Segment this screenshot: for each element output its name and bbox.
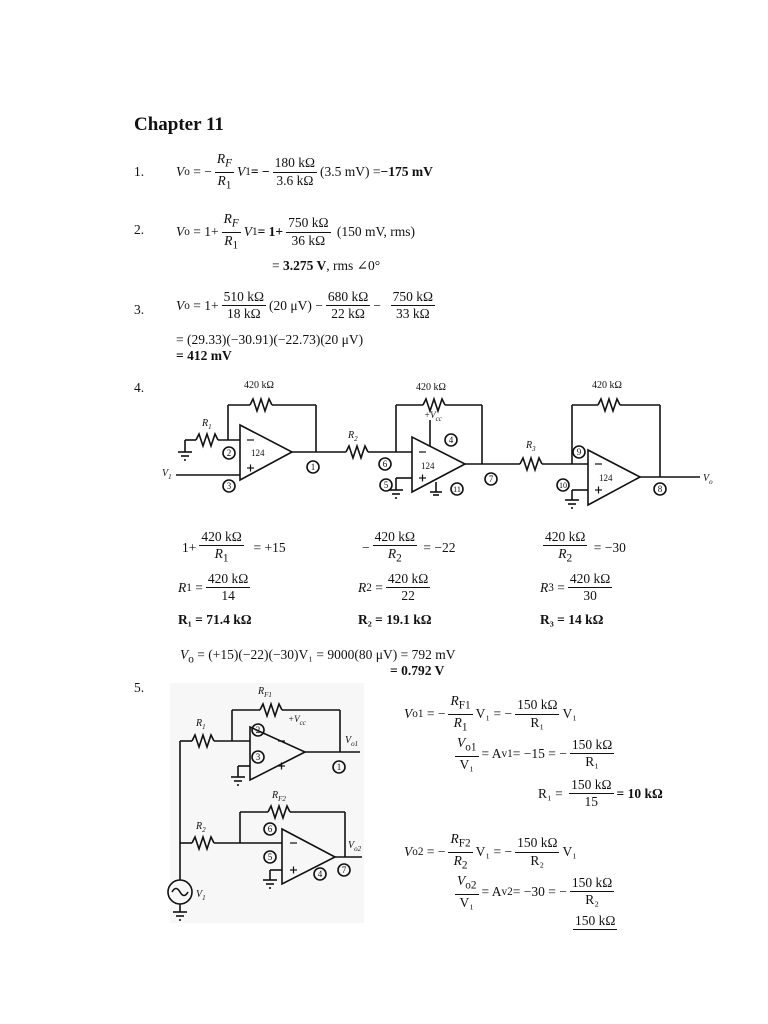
p4-final-line1: Vo = (+15)(−22)(−30)V₁ = 9000(80 μV) = 7… — [180, 647, 456, 666]
problem-3-line2: = (29.33)(−30.91)(−22.73)(20 μV) — [176, 332, 364, 347]
pin-8: 8 — [658, 484, 663, 494]
rf2-label: 420 kΩ — [416, 382, 446, 393]
rf1-label: 420 kΩ — [244, 380, 274, 391]
vcc-label-p5: +Vcc — [288, 714, 307, 727]
pin-11: 11 — [453, 485, 461, 494]
rf1-label-p5: RF1 — [257, 686, 272, 699]
pin-1: 1 — [311, 462, 316, 472]
pin-4: 4 — [449, 435, 454, 445]
pin-5: 5 — [384, 480, 389, 490]
v1-label: V1 — [162, 468, 172, 481]
p5-pin-1: 1 — [337, 762, 342, 772]
problem-4-number: 4. — [134, 380, 145, 395]
opamp-1-label: 124 — [251, 448, 265, 458]
p5-pin-5: 5 — [268, 852, 273, 862]
rf2-label-p5: RF2 — [271, 790, 286, 803]
problem-2-result: = 3.275 V, rms ∠0° — [272, 258, 381, 273]
chapter-title: Chapter 11 — [134, 114, 224, 135]
p5-pin-4: 4 — [318, 869, 323, 879]
r3-label: R3 — [525, 440, 536, 453]
opamp-2-label: 124 — [421, 461, 435, 471]
p5-eq-r2-partial: 150 kΩ — [570, 914, 620, 930]
pin-10: 10 — [559, 481, 567, 490]
vo-label: Vo — [703, 473, 713, 486]
r2-label: R2 — [347, 430, 358, 443]
p5-pin-2: 2 — [256, 725, 261, 735]
problem-1-number: 1. — [134, 164, 145, 179]
problem-3-number: 3. — [134, 302, 145, 317]
p5-pin-6: 6 — [268, 824, 273, 834]
p4-final-line2: = 0.792 V — [390, 663, 445, 678]
p5-pin-3: 3 — [256, 752, 261, 762]
pin-2: 2 — [227, 448, 232, 458]
vo2-label: Vo2 — [348, 840, 362, 853]
r1-label-p5: R1 — [195, 718, 206, 731]
p4-col3-answer: R₃ = 14 kΩ — [540, 612, 604, 627]
problem-3-answer: = 412 mV — [176, 348, 232, 363]
opamp-3-label: 124 — [599, 473, 613, 483]
pin-6: 6 — [383, 459, 388, 469]
p5-pin-7: 7 — [342, 865, 347, 875]
problem-5-number: 5. — [134, 680, 145, 695]
p4-col2-answer: R₂ = 19.1 kΩ — [358, 612, 432, 627]
pin-9: 9 — [577, 447, 582, 457]
p4-col1-answer: R₁ = 71.4 kΩ — [178, 612, 252, 627]
r2-label-p5: R2 — [195, 821, 206, 834]
vcc-label: +Vcc — [424, 410, 443, 423]
vo1-label: Vo1 — [345, 735, 358, 748]
pin-3: 3 — [227, 481, 232, 491]
problem-2-number: 2. — [134, 222, 145, 237]
pin-7: 7 — [489, 474, 494, 484]
rf3-label: 420 kΩ — [592, 380, 622, 391]
r1-label: R1 — [201, 418, 212, 431]
v1-label-p5: V1 — [196, 889, 206, 902]
